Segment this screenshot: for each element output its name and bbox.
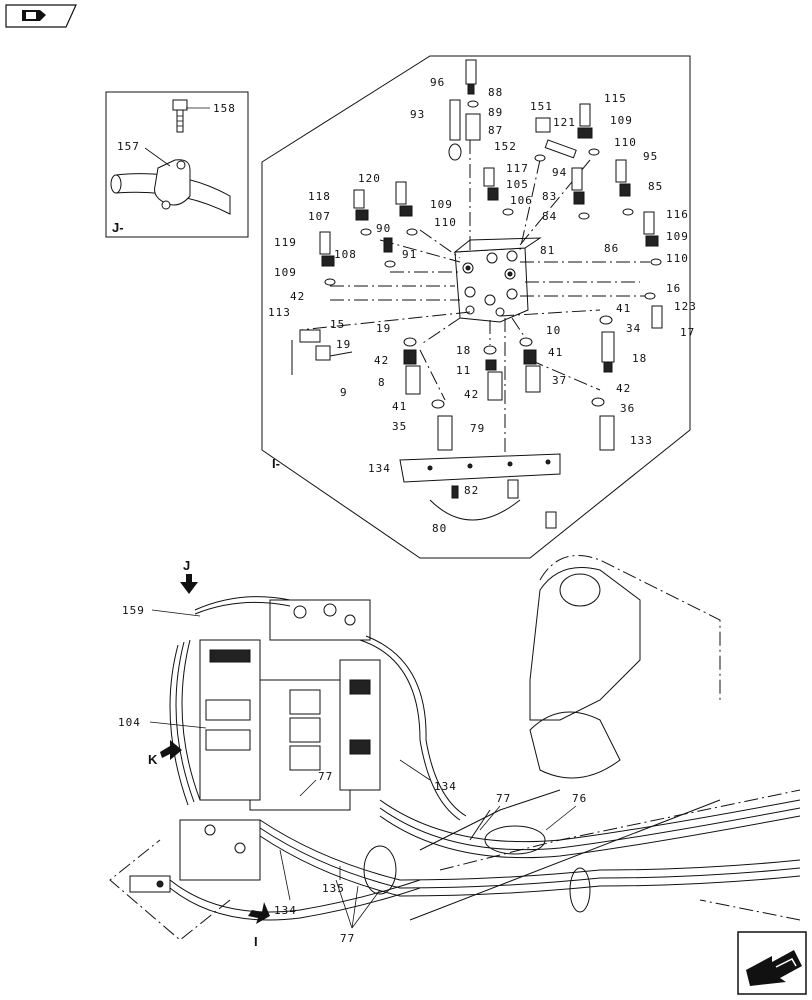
label-77-bottom: 77 bbox=[340, 932, 355, 945]
label-109-right: 109 bbox=[666, 230, 689, 243]
label-15: 34 bbox=[626, 322, 641, 335]
label-157: 157 bbox=[117, 140, 140, 153]
label-91: 91 bbox=[402, 248, 417, 261]
label-119: 119 bbox=[274, 236, 297, 249]
label-8: 9 bbox=[340, 386, 348, 399]
book-nav-icon[interactable] bbox=[5, 4, 77, 28]
label-110-mid: 110 bbox=[434, 216, 457, 229]
label-115: 115 bbox=[604, 92, 627, 105]
arrow-j-label: J bbox=[183, 558, 190, 573]
label-17: 19 bbox=[336, 338, 351, 351]
mounting-plate bbox=[399, 453, 561, 529]
label-16: 41 bbox=[616, 302, 631, 315]
label-84: 84 bbox=[542, 210, 557, 223]
label-117: 117 bbox=[506, 162, 529, 175]
label-11: 8 bbox=[378, 376, 386, 389]
label-108: 108 bbox=[334, 248, 357, 261]
label-113: 15 bbox=[330, 318, 345, 331]
view-arrow-k: K bbox=[148, 740, 182, 767]
label-109-top: 109 bbox=[610, 114, 633, 127]
valve-bank-assembly bbox=[129, 599, 381, 893]
label-85: 85 bbox=[648, 180, 663, 193]
label-104: 104 bbox=[118, 716, 141, 729]
label-158: 158 bbox=[213, 102, 236, 115]
detail-i-label: I- bbox=[272, 456, 280, 471]
label-110-top: 110 bbox=[614, 136, 637, 149]
arrow-k-label: K bbox=[148, 752, 158, 767]
label-95: 95 bbox=[643, 150, 658, 163]
label-110-right: 110 bbox=[666, 252, 689, 265]
fittings bbox=[291, 59, 663, 451]
detail-i-labels: 96 88 89 87 93 151 121 115 109 152 110 9… bbox=[268, 76, 697, 535]
label-9: 37 bbox=[552, 374, 567, 387]
next-page-arrow-icon[interactable] bbox=[737, 931, 807, 995]
label-77-right: 77 bbox=[496, 792, 511, 805]
label-110-left: 42 bbox=[290, 290, 305, 303]
label-35: 79 bbox=[470, 422, 485, 435]
label-36: 133 bbox=[630, 434, 653, 447]
label-77-center: 77 bbox=[318, 770, 333, 783]
label-87: 87 bbox=[488, 124, 503, 137]
label-123: 113 bbox=[268, 306, 291, 319]
label-79: 134 bbox=[368, 462, 391, 475]
label-10: 18 bbox=[632, 352, 647, 365]
label-93: 93 bbox=[410, 108, 425, 121]
label-19-right: 10 bbox=[546, 324, 561, 337]
label-89: 89 bbox=[488, 106, 503, 119]
label-134-detail: 80 bbox=[432, 522, 447, 535]
label-152: 152 bbox=[494, 140, 517, 153]
label-41-right: 123 bbox=[674, 300, 697, 313]
label-18-right: 41 bbox=[548, 346, 563, 359]
label-37: 42 bbox=[464, 388, 479, 401]
label-134-bottom: 134 bbox=[274, 904, 297, 917]
label-42-mid: 18 bbox=[456, 344, 471, 357]
label-120: 120 bbox=[358, 172, 381, 185]
label-81: 81 bbox=[540, 244, 555, 257]
label-19-left: 19 bbox=[376, 322, 391, 335]
label-18-left: 42 bbox=[374, 354, 389, 367]
view-arrow-i: I bbox=[248, 902, 270, 949]
label-135: 135 bbox=[322, 882, 345, 895]
label-76: 76 bbox=[572, 792, 587, 805]
arrow-i-label: I bbox=[254, 934, 258, 949]
label-96: 96 bbox=[430, 76, 445, 89]
label-41-mid: 11 bbox=[456, 364, 471, 377]
label-151: 151 bbox=[530, 100, 553, 113]
label-134-main: 134 bbox=[434, 780, 457, 793]
label-42-right: 16 bbox=[666, 282, 681, 295]
label-121: 121 bbox=[553, 116, 576, 129]
label-107: 107 bbox=[308, 210, 331, 223]
label-34: 17 bbox=[680, 326, 695, 339]
label-86: 86 bbox=[604, 242, 619, 255]
label-116: 116 bbox=[666, 208, 689, 221]
label-90: 90 bbox=[376, 222, 391, 235]
view-arrow-j: J bbox=[180, 558, 198, 594]
label-94: 94 bbox=[552, 166, 567, 179]
label-159: 159 bbox=[122, 604, 145, 617]
valve-block bbox=[453, 237, 542, 323]
detail-j-label: J- bbox=[112, 220, 124, 235]
label-83: 83 bbox=[542, 190, 557, 203]
label-41-low-right: 36 bbox=[620, 402, 635, 415]
label-118: 118 bbox=[308, 190, 331, 203]
label-109-mid: 109 bbox=[430, 198, 453, 211]
main-labels: 159 104 77 134 77 76 135 134 77 bbox=[118, 604, 587, 945]
label-42-low-right: 42 bbox=[616, 382, 631, 395]
label-41-low: 35 bbox=[392, 420, 407, 433]
hoses bbox=[169, 596, 801, 921]
detail-i-frame: I- bbox=[261, 55, 691, 559]
detail-j-box: 158 157 J- bbox=[105, 91, 249, 238]
label-133: 82 bbox=[464, 484, 479, 497]
label-42-low: 41 bbox=[392, 400, 407, 413]
label-109-left: 109 bbox=[274, 266, 297, 279]
label-105: 105 bbox=[506, 178, 529, 191]
label-106: 106 bbox=[510, 194, 533, 207]
label-88: 88 bbox=[488, 86, 503, 99]
